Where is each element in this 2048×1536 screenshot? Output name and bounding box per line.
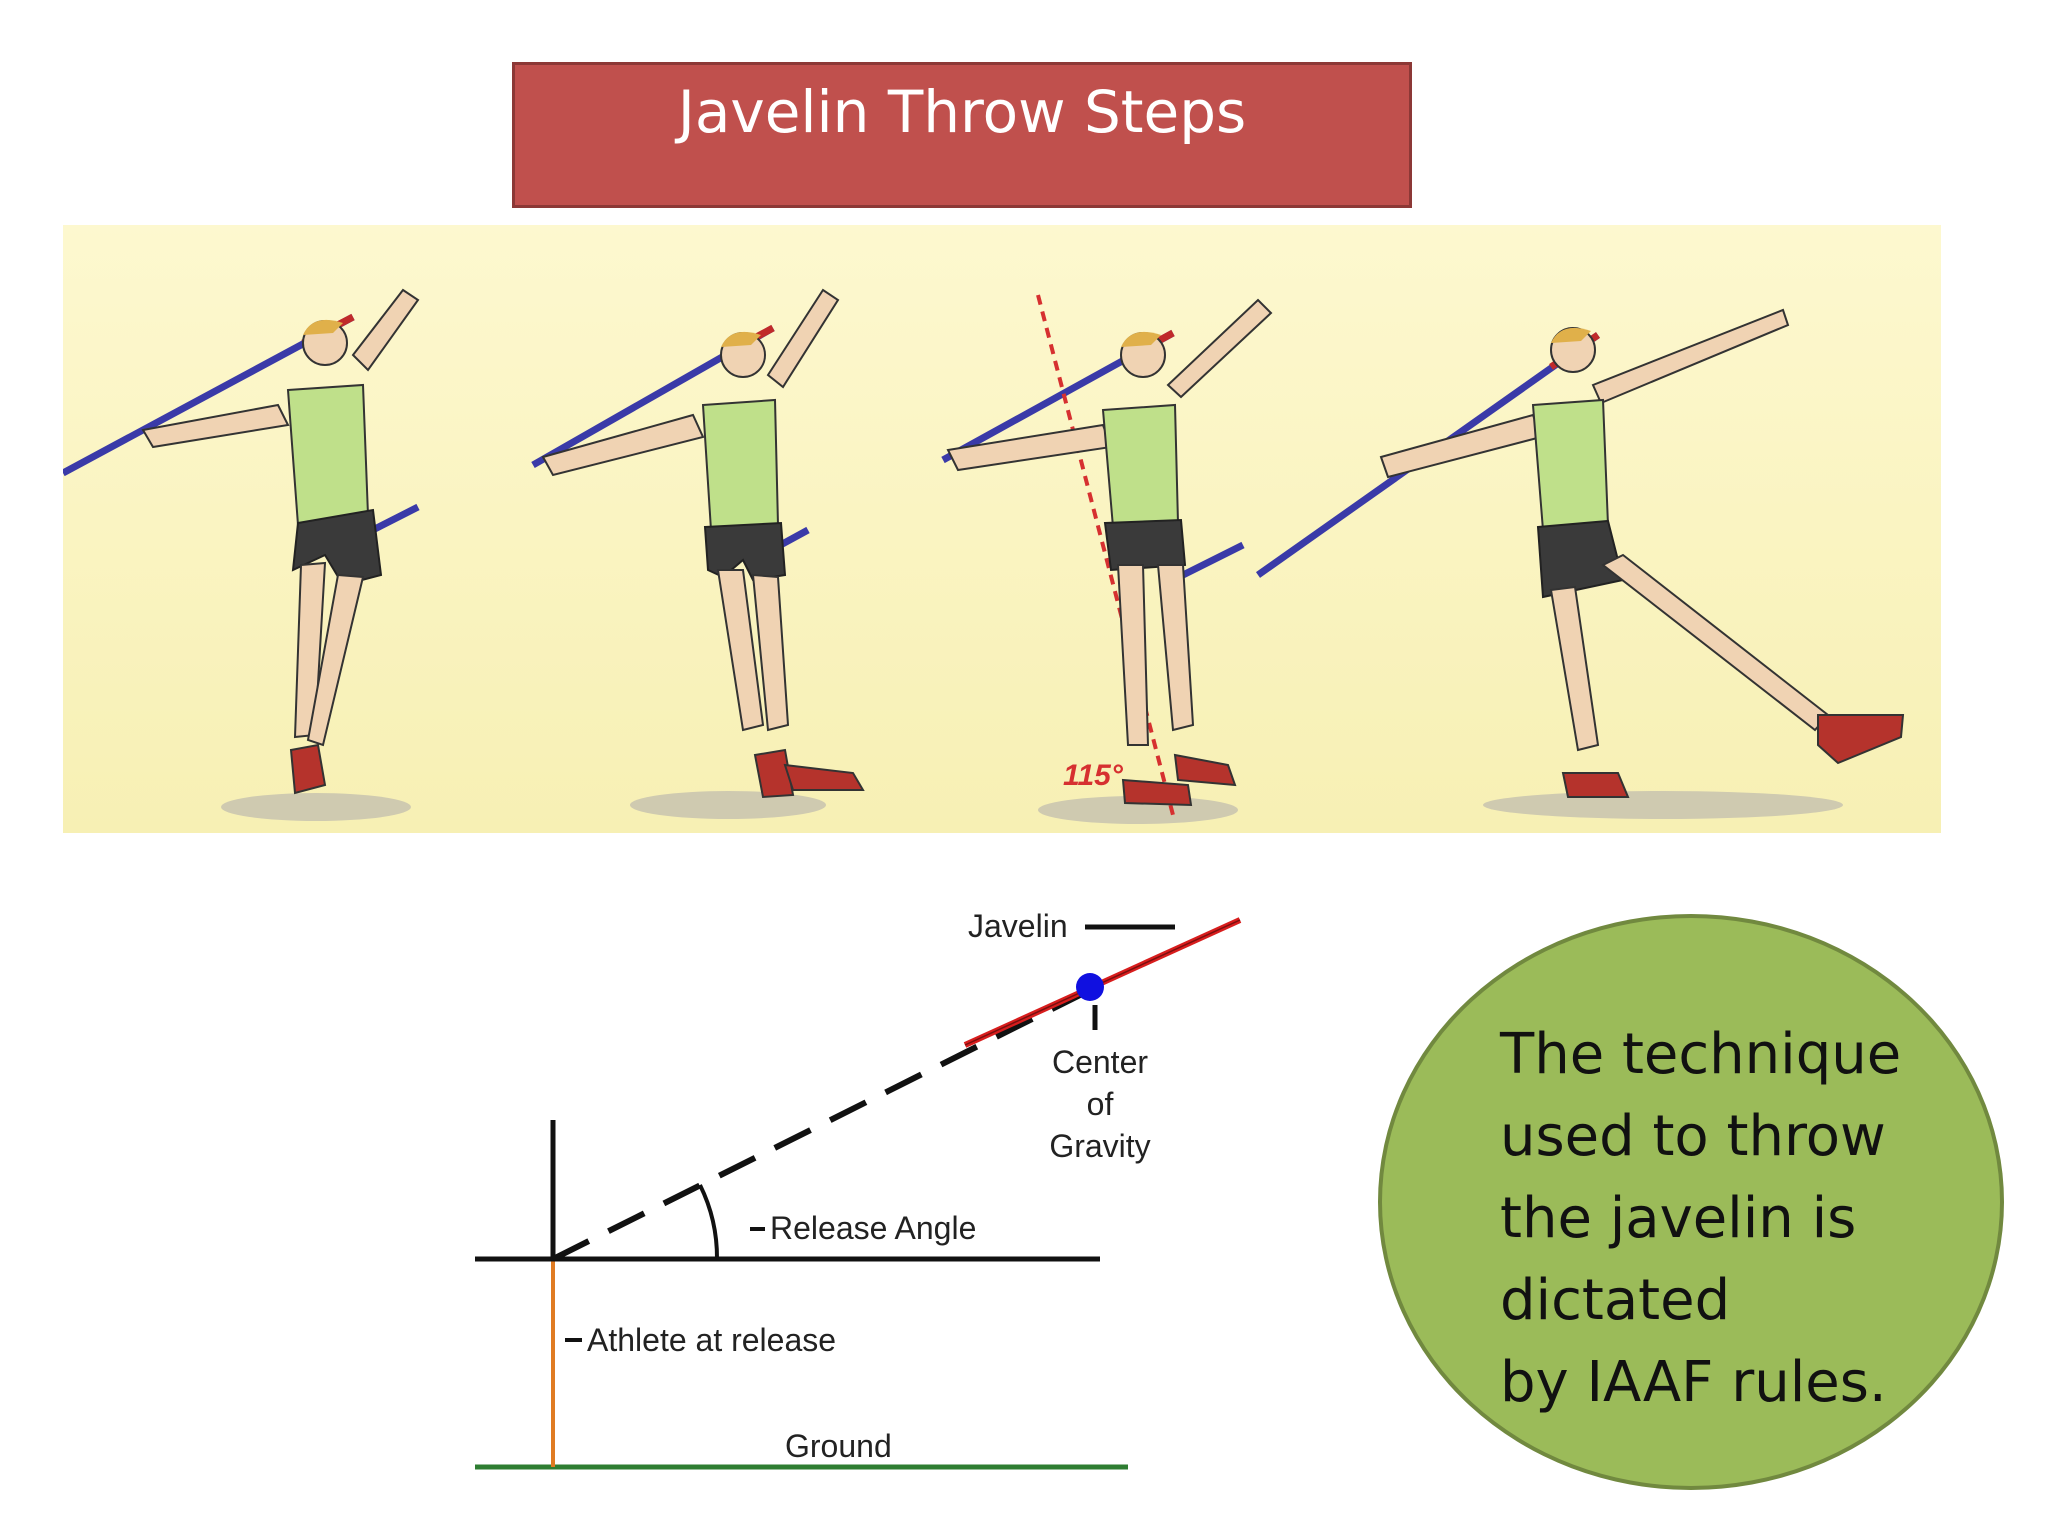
slide-title: Javelin Throw Steps xyxy=(677,78,1247,146)
info-line: by IAAF rules. xyxy=(1500,1350,1887,1415)
athlete-figure-3: 115° xyxy=(941,294,1273,824)
release-angle-diagram: Javelin Center of Gravity Release Angle … xyxy=(475,908,1242,1470)
arm-up xyxy=(351,288,420,372)
arm-up xyxy=(1166,298,1273,399)
leg-left xyxy=(1116,564,1150,746)
throw-steps-illustration: 115° xyxy=(63,225,1941,833)
shorts xyxy=(703,521,787,582)
info-line: dictated xyxy=(1500,1268,1731,1333)
info-line: The technique xyxy=(1500,1022,1902,1087)
shoe xyxy=(1121,778,1193,807)
info-line: the javelin is xyxy=(1500,1186,1857,1251)
shirt xyxy=(1101,403,1180,529)
athlete-label: Athlete at release xyxy=(587,1322,836,1358)
center-label: Center xyxy=(1052,1044,1148,1080)
javelin-tail-3 xyxy=(1181,541,1245,579)
ground-label: Ground xyxy=(785,1428,892,1464)
gravity-label: Gravity xyxy=(1049,1128,1150,1164)
hair xyxy=(1121,331,1161,347)
leg-left xyxy=(716,569,765,732)
shoe xyxy=(1817,714,1905,765)
ground-shadow xyxy=(630,791,826,819)
shoe xyxy=(1561,772,1630,798)
shoe xyxy=(289,743,327,795)
info-line: used to throw xyxy=(1500,1104,1886,1169)
center-of-gravity-dot xyxy=(1076,973,1104,1001)
body-axis-line xyxy=(1036,294,1175,816)
hair xyxy=(303,319,343,335)
release-angle-arc xyxy=(698,1184,720,1260)
leg-left xyxy=(1549,585,1600,752)
shoe xyxy=(783,763,865,791)
shirt xyxy=(286,383,370,527)
info-circle: The technique used to throw the javelin … xyxy=(1378,914,2004,1490)
shoe xyxy=(1173,753,1237,787)
info-text: The technique used to throw the javelin … xyxy=(1500,1014,1980,1424)
javelin-label: Javelin xyxy=(968,908,1068,944)
arm-back xyxy=(541,413,705,477)
ground-shadow xyxy=(1483,791,1843,819)
hair xyxy=(1551,327,1591,343)
shirt xyxy=(701,398,780,532)
of-label: of xyxy=(1087,1086,1114,1122)
trajectory-line xyxy=(551,982,1102,1262)
shoe xyxy=(753,748,795,799)
arm-up xyxy=(766,288,840,389)
title-banner: Javelin Throw Steps xyxy=(512,62,1412,208)
arm-up xyxy=(1591,308,1790,405)
athlete-figure-4 xyxy=(1255,308,1905,819)
leg-right xyxy=(751,573,790,732)
hair xyxy=(721,331,761,347)
shirt xyxy=(1531,398,1610,532)
athlete-figure-1 xyxy=(63,288,420,821)
leg-right xyxy=(1156,564,1195,732)
arm-back xyxy=(141,403,290,449)
angle-label: 115° xyxy=(1063,759,1124,792)
athlete-figure-2 xyxy=(531,288,865,819)
release-angle-label: Release Angle xyxy=(770,1210,976,1246)
ground-shadow xyxy=(221,793,411,821)
shorts xyxy=(1103,518,1187,572)
leg-right xyxy=(306,573,365,747)
